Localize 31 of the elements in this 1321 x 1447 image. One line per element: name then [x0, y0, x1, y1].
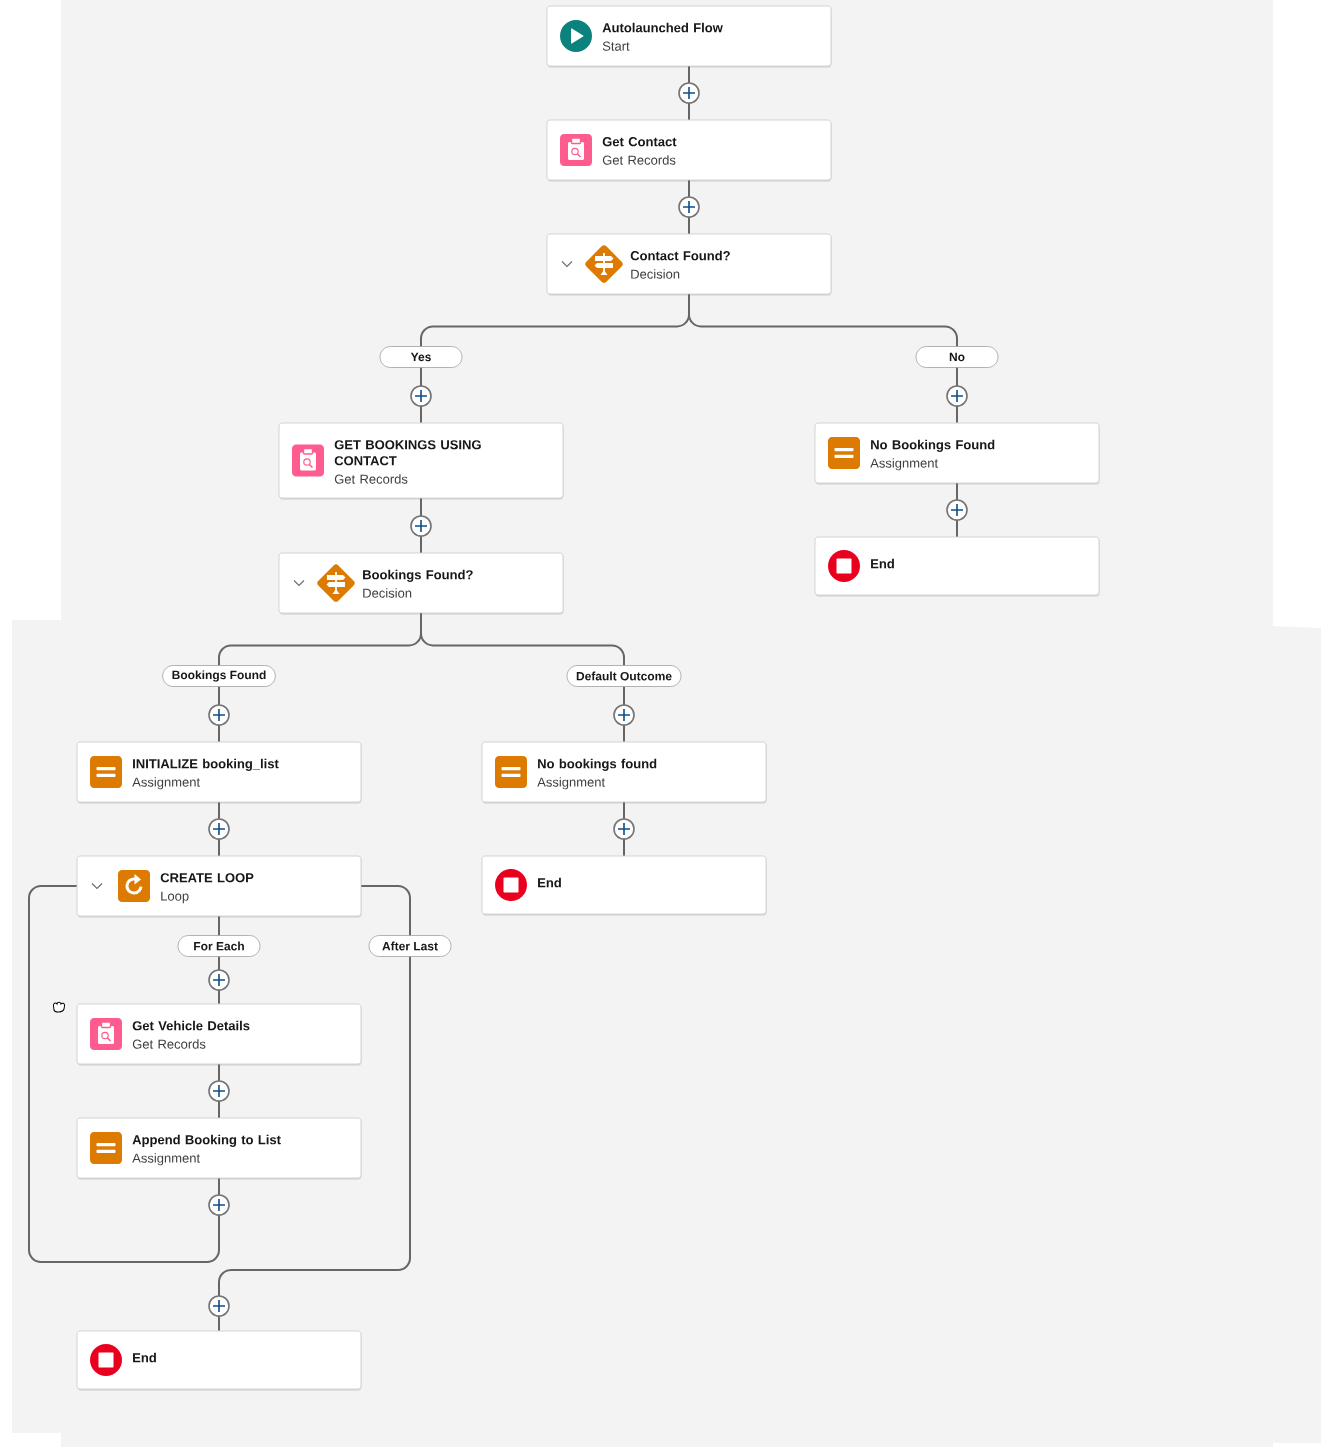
element-title: Autolaunched Flow: [602, 22, 723, 33]
element-title: Get Contact: [602, 137, 677, 147]
element-type: Assignment: [537, 777, 605, 790]
element-type: Decision: [363, 588, 412, 598]
edge-label: Bookings Found: [162, 665, 276, 687]
element-title: End: [871, 558, 894, 569]
element-title: Contact Found?: [630, 250, 730, 261]
element-title: GET BOOKINGS USING CONTACT: [334, 440, 481, 466]
element-type: Assignment: [132, 1153, 200, 1166]
element-type: Start: [602, 41, 630, 51]
element-title: CREATE LOOP: [160, 873, 254, 883]
element-title: End: [538, 877, 561, 888]
element-type: Decision: [631, 269, 680, 279]
element-title: No bookings found: [538, 758, 657, 771]
element-title: No Bookings Found: [871, 439, 995, 452]
element-title: Get Vehicle Details: [132, 1020, 250, 1031]
element-type: Get Records: [334, 474, 408, 484]
element-title: Append Booking to List: [132, 1134, 281, 1147]
edge-label: Yes: [379, 346, 463, 368]
element-title: Bookings Found?: [363, 569, 473, 582]
element-type: Assignment: [870, 458, 938, 471]
edge-label: For Each: [177, 935, 261, 957]
edge-label: Default Outcome: [566, 665, 682, 687]
element-title: INITIALIZE booking_list: [133, 758, 279, 771]
element-title: End: [133, 1352, 156, 1363]
element-type: Assignment: [132, 777, 200, 790]
element-type: Get Records: [602, 155, 676, 165]
element-type: Get Records: [132, 1039, 206, 1049]
element-type: Loop: [161, 891, 189, 904]
edge-label: No: [915, 346, 999, 368]
edge-label: After Last: [368, 935, 452, 957]
